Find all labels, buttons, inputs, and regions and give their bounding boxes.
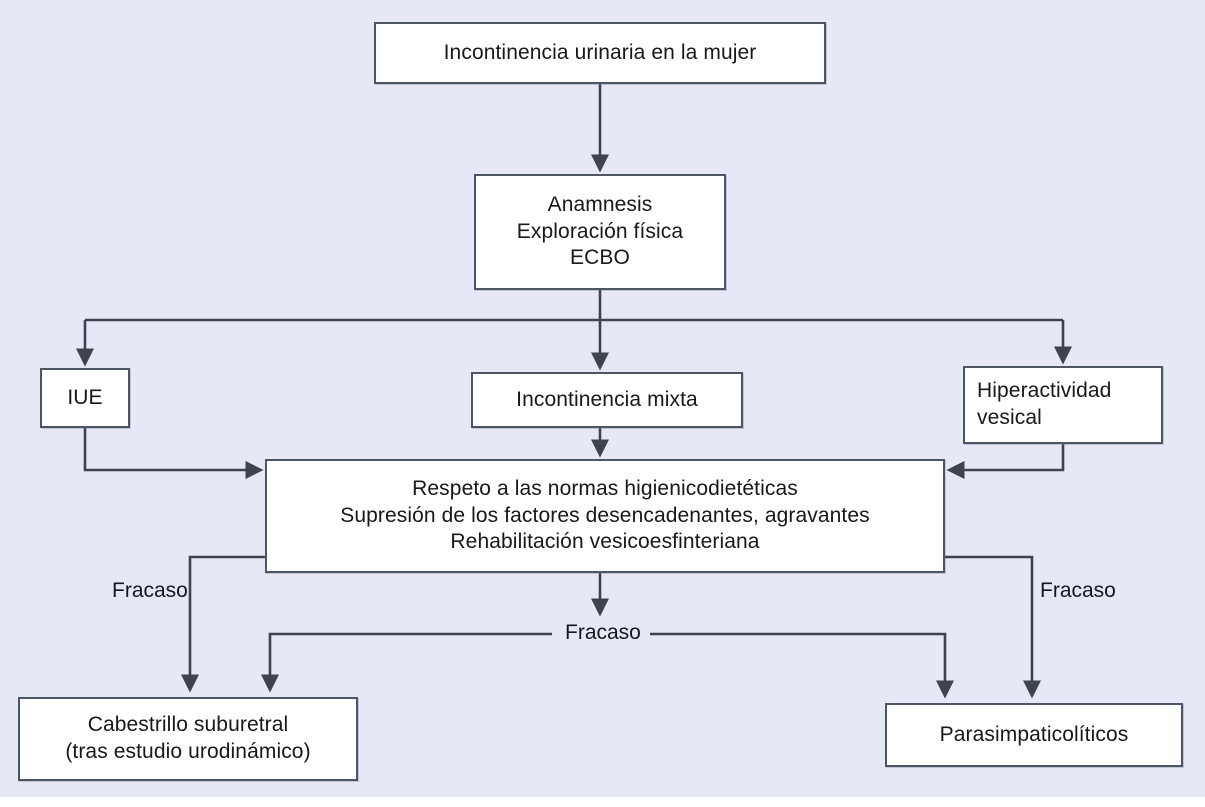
node-cabestrillo-suburetral[interactable]: Cabestrillo suburetral (tras estudio uro…	[18, 697, 358, 781]
node-anamnesis-label: Anamnesis Exploración física ECBO	[476, 192, 724, 273]
node-parasimpaticoliticos-label: Parasimpaticolíticos	[939, 722, 1129, 746]
edge-label-fracaso-center: Fracaso	[556, 622, 650, 643]
node-parasimpaticoliticos[interactable]: Parasimpaticolíticos	[885, 703, 1183, 767]
node-cabestrillo-label: Cabestrillo suburetral (tras estudio uro…	[20, 712, 356, 766]
hiperactividad-line-2: vesical	[977, 406, 1042, 429]
medidas-line-2: Supresión de los factores desencadenante…	[340, 503, 870, 527]
node-incontinencia-urinaria-en-la-mujer[interactable]: Incontinencia urinaria en la mujer	[374, 22, 826, 84]
node-mixta-label: Incontinencia mixta	[516, 387, 698, 411]
node-medidas-higienicodieteticas[interactable]: Respeto a las normas higienicodietéticas…	[265, 459, 945, 573]
medidas-line-3: Rehabilitación vesicoesfinteriana	[450, 530, 760, 554]
node-incontinencia-mixta[interactable]: Incontinencia mixta	[471, 372, 743, 428]
anamnesis-line-1: Anamnesis	[547, 192, 653, 216]
node-iue-label: IUE	[67, 385, 103, 409]
hiperactividad-line-1: Hiperactividad	[977, 379, 1112, 403]
edge-label-fracaso-right: Fracaso	[1040, 579, 1116, 602]
node-iue[interactable]: IUE	[40, 368, 130, 428]
anamnesis-line-2: Exploración física	[516, 219, 684, 243]
node-anamnesis[interactable]: Anamnesis Exploración física ECBO	[474, 174, 726, 290]
node-hiperactividad-vesical[interactable]: Hiperactividad vesical	[963, 366, 1163, 444]
anamnesis-line-3: ECBO	[570, 246, 630, 270]
node-hiperactividad-label: Hiperactividad vesical	[965, 378, 1161, 432]
node-medidas-label: Respeto a las normas higienicodietéticas…	[267, 476, 943, 557]
medidas-line-1: Respeto a las normas higienicodietéticas	[412, 476, 798, 500]
cabestrillo-line-1: Cabestrillo suburetral	[87, 713, 289, 737]
cabestrillo-line-2: (tras estudio urodinámico)	[65, 740, 311, 763]
edge-label-fracaso-left: Fracaso	[112, 579, 188, 602]
node-title-label: Incontinencia urinaria en la mujer	[443, 40, 757, 64]
